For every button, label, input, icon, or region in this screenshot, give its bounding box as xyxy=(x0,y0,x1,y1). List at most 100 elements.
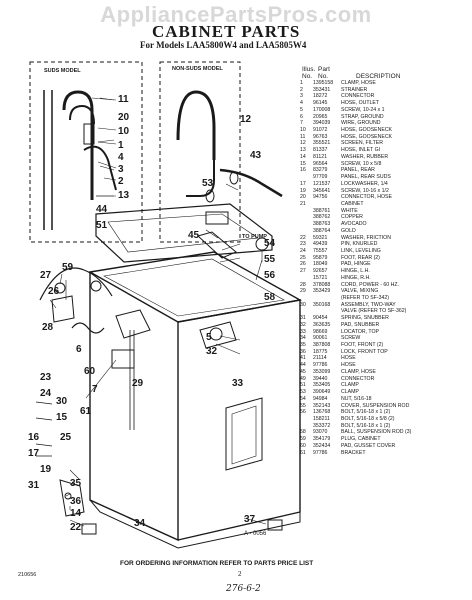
part-number: 95879 xyxy=(313,254,328,261)
leveling-link xyxy=(59,479,85,517)
part-description: STRAINER xyxy=(341,86,368,93)
callout-number: 12 xyxy=(240,114,252,125)
non-suds-model-box xyxy=(159,61,241,243)
callout-number: 43 xyxy=(250,150,262,161)
part-number: 18775 xyxy=(313,348,328,355)
cabinet-front xyxy=(89,272,179,542)
part-description: PAD, GUSSET COVER xyxy=(341,442,396,449)
suds-hose-right xyxy=(62,90,94,200)
callout-number: 56 xyxy=(264,270,276,281)
two-way-valve xyxy=(111,349,135,369)
callout-number: 2 xyxy=(118,176,124,187)
callout-number: 53 xyxy=(202,178,214,189)
part-description: COPPER xyxy=(341,214,363,221)
part-number: 390649 xyxy=(313,389,331,396)
illus-number: 33 xyxy=(300,328,306,335)
part-number: 353405 xyxy=(313,382,331,389)
part-description: LOCK, FRONT TOP xyxy=(341,348,388,355)
callout-number: 60 xyxy=(84,366,96,377)
part-description: AVOCADO xyxy=(341,221,367,228)
callout-number: 61 xyxy=(80,406,92,417)
page-number: 2 xyxy=(238,570,242,578)
part-description: COVER, SUSPENSION ROD xyxy=(341,402,410,409)
illus-number xyxy=(300,228,313,235)
part-number: 353372 xyxy=(313,422,331,429)
part-number: 18049 xyxy=(313,261,328,268)
parts-row: VALVE (REFER TO SF-362) xyxy=(300,308,470,315)
cabinet-side xyxy=(177,299,301,541)
illus-number: 44 xyxy=(300,362,306,369)
suspension-rod-cover xyxy=(197,231,237,259)
illus-number xyxy=(300,174,313,181)
non-suds-model-label: NON-SUDS MODEL xyxy=(172,66,223,72)
callout-number: 34 xyxy=(134,518,146,529)
part-number xyxy=(313,295,341,302)
part-description: WIRE, GROUND xyxy=(341,120,381,127)
part-description: CORD, POWER - 60 HZ. xyxy=(341,281,399,288)
illus-number xyxy=(300,214,313,221)
suds-model-box xyxy=(29,61,143,243)
part-number: 170008 xyxy=(313,106,331,113)
suds-model-label: SUDS MODEL xyxy=(44,68,81,74)
part-number: 352434 xyxy=(313,442,331,449)
part-number: 352143 xyxy=(313,402,331,409)
illus-number: 51 xyxy=(300,382,306,389)
callout-number: 37 xyxy=(244,514,256,525)
callout-number: 16 xyxy=(28,432,40,443)
illus-number: 19 xyxy=(300,187,306,194)
suds-leader-lines xyxy=(91,97,117,197)
illus-number xyxy=(300,416,313,423)
illus-number: 20 xyxy=(300,194,306,201)
illus-number: 45 xyxy=(300,368,306,375)
illus-number: 54 xyxy=(300,395,306,402)
callout-number: 17 xyxy=(28,448,40,459)
part-number: 96564 xyxy=(313,160,328,167)
callout-number: 44 xyxy=(96,204,108,215)
part-number: 90454 xyxy=(313,315,328,322)
part-description: ASSEMBLY, TWO-WAY xyxy=(341,301,396,308)
illus-number: 16 xyxy=(300,167,306,174)
watermark-text: AppliancePartsPros.com xyxy=(100,2,372,27)
illus-number: 4 xyxy=(300,100,303,107)
suds-strainer xyxy=(83,123,95,145)
part-description: HOSE, GOOSENECK xyxy=(341,133,393,140)
callout-number: 7 xyxy=(92,384,98,395)
illus-number xyxy=(300,308,313,315)
callout-number: 23 xyxy=(40,372,52,383)
rear-foot xyxy=(81,523,97,535)
outlet-hose-block xyxy=(205,211,229,225)
illus-number xyxy=(300,295,313,302)
part-no-header: Part No. xyxy=(318,66,330,80)
cabinet-base xyxy=(89,499,301,549)
part-number: 81337 xyxy=(313,147,328,154)
suds-hose-left xyxy=(43,90,53,230)
part-number: 97786 xyxy=(313,362,328,369)
illus-number xyxy=(300,208,313,215)
callout-number: 31 xyxy=(28,480,40,491)
rear-panel-inner xyxy=(107,213,259,253)
callout-number: 1 xyxy=(118,140,124,151)
plug-cabinet xyxy=(90,280,102,292)
illus-number: 35 xyxy=(300,342,306,349)
callout-number: 15 xyxy=(56,412,68,423)
part-description: (REFER TO SF-342) xyxy=(341,295,389,301)
